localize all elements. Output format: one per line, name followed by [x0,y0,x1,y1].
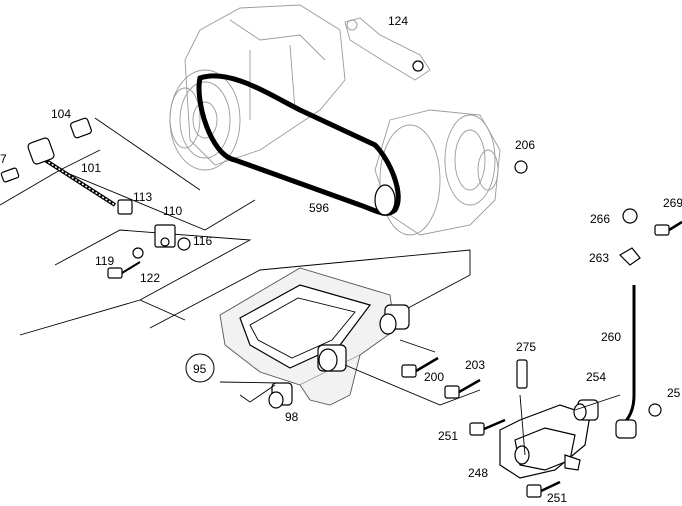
label-113: 113 [133,190,152,204]
label-116: 116 [193,234,212,248]
label-251-a: 251 [438,429,458,443]
label-260: 260 [601,330,621,344]
compressor [169,4,346,171]
label-7: 7 [0,152,7,166]
label-266: 266 [590,212,610,226]
label-206: 206 [515,138,535,152]
label-275: 275 [516,340,536,354]
label-200: 200 [424,370,444,384]
label-122: 122 [140,271,160,285]
bolts-251 [469,418,561,498]
rubber-mounts [219,304,410,409]
label-248: 248 [468,466,488,480]
label-25: 25 [667,386,681,400]
label-104: 104 [51,107,71,121]
callout-circle-95 [185,353,215,383]
tensioner-rod-assembly [0,117,471,336]
label-203: 203 [465,358,485,372]
callout-labels: 7 104 101 113 110 116 119 122 95 98 124 … [0,14,682,505]
label-254: 254 [586,370,606,384]
label-95: 95 [193,362,207,376]
label-263: 263 [589,251,609,265]
label-110: 110 [163,204,182,218]
bracket-248 [499,359,621,479]
mounting-plate [219,267,396,406]
label-119: 119 [95,254,114,268]
label-124: 124 [388,14,408,28]
label-101: 101 [81,161,101,175]
label-596: 596 [309,201,329,215]
label-251-b: 251 [547,491,567,505]
bolts-200-203 [344,339,481,406]
label-98: 98 [285,410,299,424]
label-269: 269 [663,196,682,210]
drive-belt [196,73,401,216]
link-rod-260 [412,60,682,439]
